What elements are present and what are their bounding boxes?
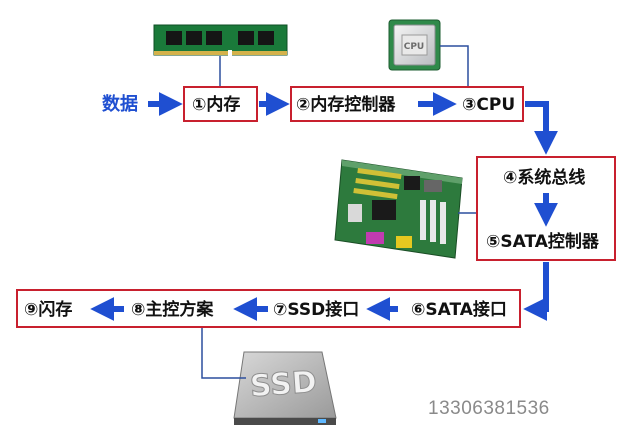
ssd-drive-image: SSD: [234, 352, 336, 425]
step-sata-controller-label: ⑤SATA控制器: [486, 231, 600, 252]
cpu-connector-line: [440, 46, 468, 87]
data-input-label: 数据: [102, 93, 138, 115]
watermark-phone-number: 13306381536: [424, 398, 554, 420]
arrow-cpu-to-bus: [525, 104, 546, 144]
step-ssd-port-label: ⑦SSD接口: [273, 299, 359, 320]
step-memory-label: ①内存: [192, 94, 240, 115]
ram-module-image: [154, 25, 287, 56]
arrow-sata-to-port: [534, 262, 546, 309]
step-flash-label: ⑨闪存: [24, 299, 72, 320]
step-main-controller-label: ⑧主控方案: [131, 299, 214, 320]
cpu-chip-image: CPU: [389, 20, 440, 70]
step-memory-controller-label: ②内存控制器: [296, 94, 396, 115]
step-system-bus-label: ④系统总线: [503, 167, 585, 188]
ssd-label-text: SSD: [249, 365, 318, 405]
cpu-chip-text: CPU: [404, 42, 425, 52]
motherboard-image: [335, 160, 462, 258]
step-sata-port-label: ⑥SATA接口: [411, 299, 507, 320]
step-cpu-label: ③CPU: [462, 95, 515, 115]
ssd-connector-line: [202, 327, 246, 378]
